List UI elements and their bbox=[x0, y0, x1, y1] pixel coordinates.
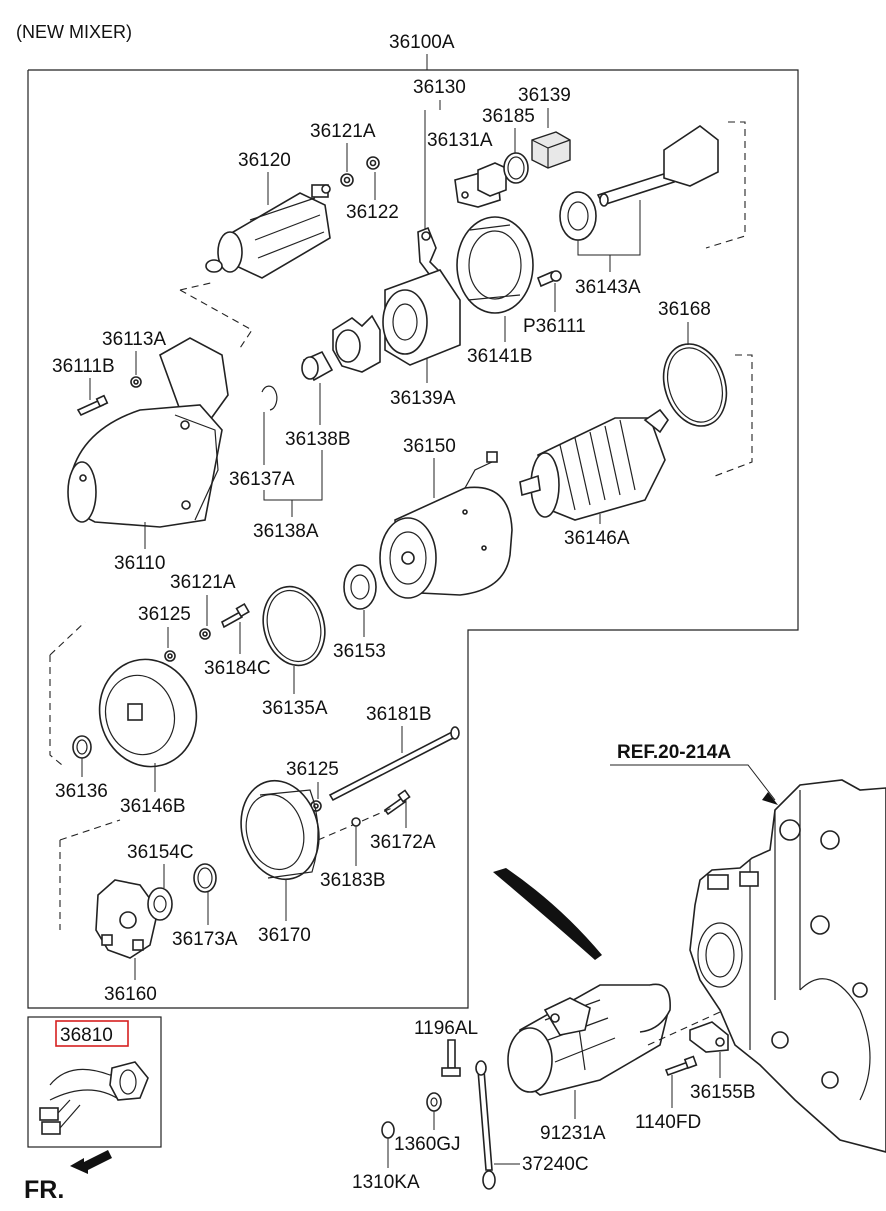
harness-inset-box bbox=[27, 1016, 162, 1148]
label-37240C[interactable]: 37240C bbox=[522, 1154, 589, 1175]
label-36130[interactable]: 36130 bbox=[413, 77, 466, 98]
ref-label[interactable]: REF.20-214A bbox=[617, 742, 731, 763]
label-36181B[interactable]: 36181B bbox=[366, 704, 432, 725]
label-36138A[interactable]: 36138A bbox=[253, 521, 319, 542]
label-1360GJ[interactable]: 1360GJ bbox=[394, 1134, 461, 1155]
arrow-left-down-icon bbox=[70, 1150, 112, 1174]
label-36143A[interactable]: 36143A bbox=[575, 277, 641, 298]
label-36146B[interactable]: 36146B bbox=[120, 796, 186, 817]
assembly-frame bbox=[27, 69, 799, 1009]
bolt-36111B[interactable] bbox=[76, 394, 109, 417]
front-indicator: FR. bbox=[24, 1176, 64, 1204]
shift-lever-part[interactable] bbox=[417, 226, 442, 280]
label-36121A-top[interactable]: 36121A bbox=[310, 121, 376, 142]
label-91231A[interactable]: 91231A bbox=[540, 1123, 606, 1144]
o-ring-36168[interactable] bbox=[653, 336, 736, 434]
label-36185[interactable]: 36185 bbox=[482, 106, 535, 127]
brush-holder-36146B[interactable] bbox=[88, 648, 209, 777]
label-36111B[interactable]: 36111B bbox=[52, 356, 115, 377]
label-36183B[interactable]: 36183B bbox=[320, 870, 386, 891]
label-36154C[interactable]: 36154C bbox=[127, 842, 194, 863]
overrunning-clutch-36139A[interactable] bbox=[332, 269, 461, 373]
rubber-cap-36139[interactable] bbox=[531, 131, 571, 169]
washer-36113A[interactable] bbox=[130, 376, 142, 388]
stop-collar-36138B[interactable] bbox=[301, 350, 334, 382]
bolt-1140FD[interactable] bbox=[664, 1055, 698, 1077]
part-number-highlight bbox=[55, 1020, 129, 1047]
nut-36122[interactable] bbox=[366, 156, 380, 170]
label-36113A[interactable]: 36113A bbox=[102, 329, 166, 350]
label-36110[interactable]: 36110 bbox=[114, 553, 165, 574]
washer-36125-mid[interactable] bbox=[164, 650, 176, 662]
label-36138B[interactable]: 36138B bbox=[285, 429, 351, 450]
label-36168[interactable]: 36168 bbox=[658, 299, 711, 320]
label-36122[interactable]: 36122 bbox=[346, 202, 399, 223]
label-1310KA[interactable]: 1310KA bbox=[352, 1172, 420, 1193]
nut-36121A-mid[interactable] bbox=[199, 628, 211, 640]
starter-motor-91231A[interactable] bbox=[507, 983, 671, 1096]
armature-36146A[interactable] bbox=[519, 408, 669, 521]
label-36184C[interactable]: 36184C bbox=[204, 658, 271, 679]
yoke-assembly-36150[interactable] bbox=[379, 451, 513, 599]
diagram-title: (NEW MIXER) bbox=[16, 22, 132, 42]
ground-cable-37240C[interactable] bbox=[475, 1060, 496, 1190]
bearing-36154C[interactable] bbox=[147, 887, 173, 921]
label-36141B[interactable]: 36141B bbox=[467, 346, 533, 367]
label-P36111[interactable]: P36111 bbox=[523, 316, 586, 337]
washer-36183B[interactable] bbox=[351, 817, 361, 827]
o-ring-36173A[interactable] bbox=[193, 863, 217, 893]
spring-36136[interactable] bbox=[72, 735, 92, 759]
nut-1360GJ[interactable] bbox=[426, 1092, 442, 1112]
bolt-1196AL[interactable] bbox=[441, 1039, 461, 1077]
gear-housing-36141B[interactable] bbox=[456, 216, 534, 314]
label-1196AL[interactable]: 1196AL bbox=[414, 1018, 478, 1039]
brush-holder-plate-36131A[interactable] bbox=[454, 162, 507, 208]
label-36139A[interactable]: 36139A bbox=[390, 388, 456, 409]
screw-36172A[interactable] bbox=[383, 789, 411, 816]
snap-ring-36137A[interactable] bbox=[261, 385, 278, 411]
label-36121A-mid[interactable]: 36121A bbox=[170, 572, 236, 593]
nut-1310KA[interactable] bbox=[381, 1121, 395, 1139]
label-36172A[interactable]: 36172A bbox=[370, 832, 436, 853]
o-ring-36135A[interactable] bbox=[255, 580, 334, 673]
label-36125-mid[interactable]: 36125 bbox=[138, 604, 191, 625]
pinion-shaft-36143A[interactable] bbox=[596, 125, 719, 207]
label-36173A[interactable]: 36173A bbox=[172, 929, 238, 950]
front-bracket-36110[interactable] bbox=[67, 337, 229, 528]
label-36120[interactable]: 36120 bbox=[238, 150, 291, 171]
label-36135A[interactable]: 36135A bbox=[262, 698, 328, 719]
solenoid-part[interactable] bbox=[205, 184, 331, 279]
bearing-36153[interactable] bbox=[343, 564, 377, 610]
engine-flywheel-housing[interactable] bbox=[689, 779, 886, 1153]
label-36125-low[interactable]: 36125 bbox=[286, 759, 339, 780]
label-36160[interactable]: 36160 bbox=[104, 984, 157, 1005]
wiring-harness-36810[interactable] bbox=[39, 1061, 149, 1135]
label-36131A[interactable]: 36131A bbox=[427, 130, 493, 151]
assembly-pointer-arrow bbox=[493, 868, 602, 960]
label-36153[interactable]: 36153 bbox=[333, 641, 386, 662]
label-36100A[interactable]: 36100A bbox=[389, 32, 455, 53]
label-36155B[interactable]: 36155B bbox=[690, 1082, 756, 1103]
screw-36184C[interactable] bbox=[220, 602, 250, 629]
bracket-36155B[interactable] bbox=[689, 1021, 729, 1053]
through-bolt-36181B[interactable] bbox=[328, 726, 460, 802]
end-plate-36160[interactable] bbox=[95, 879, 159, 959]
label-36150[interactable]: 36150 bbox=[403, 436, 456, 457]
o-ring-36185[interactable] bbox=[503, 152, 529, 184]
bearing-36143A[interactable] bbox=[559, 191, 597, 241]
nut-36121A-top[interactable] bbox=[340, 173, 354, 187]
label-36139[interactable]: 36139 bbox=[518, 85, 571, 106]
rear-cover-36170[interactable] bbox=[230, 772, 329, 888]
label-1140FD[interactable]: 1140FD bbox=[635, 1112, 701, 1133]
label-36810[interactable]: 36810 bbox=[60, 1025, 113, 1046]
label-36170[interactable]: 36170 bbox=[258, 925, 311, 946]
label-36137A[interactable]: 36137A bbox=[229, 469, 295, 490]
label-36136[interactable]: 36136 bbox=[55, 781, 108, 802]
screw-P36111[interactable] bbox=[536, 270, 562, 288]
label-36146A[interactable]: 36146A bbox=[564, 528, 630, 549]
ref-arrowhead bbox=[762, 792, 778, 805]
